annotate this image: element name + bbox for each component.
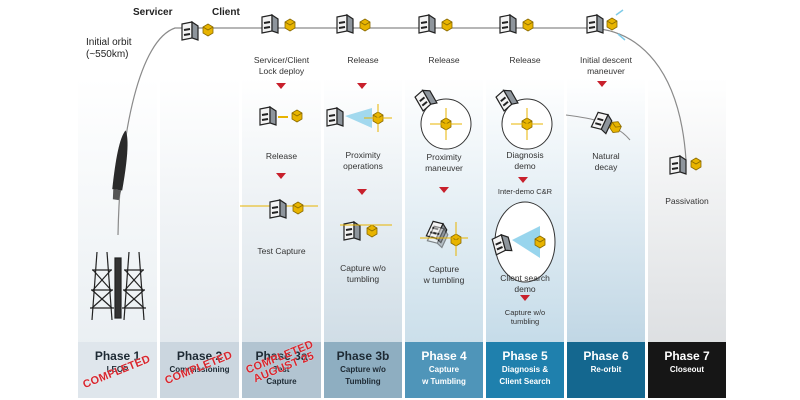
p3b-release-label: Release <box>347 55 379 65</box>
p3a-release-label: Release <box>265 151 298 161</box>
client-label: Client <box>212 7 240 18</box>
servicer-label: Servicer <box>133 7 173 18</box>
phase-2-sub: Commissioning <box>169 365 230 374</box>
sat-top-p3a <box>261 14 296 34</box>
phase-7-sub: Closeout <box>669 365 705 374</box>
p7-passivation-label: Passivation <box>665 196 709 206</box>
phase-7-box: Phase 7 Closeout <box>648 342 726 398</box>
sat-p3b-prox <box>326 104 392 132</box>
phase-2-title: Phase 2 <box>176 349 223 363</box>
phase-6-sub: Re-orbit <box>590 365 622 374</box>
sat-p4-tumbling <box>425 218 451 249</box>
phase-5-sub2: Client Search <box>499 377 551 386</box>
rocket <box>112 130 128 201</box>
phase-5-sub1: Diagnosis & <box>501 365 549 374</box>
sat-p3a-lock <box>259 106 303 126</box>
phase-5-box: Phase 5 Diagnosis & Client Search <box>486 342 564 398</box>
phase-1-sub: LEOP <box>106 365 129 374</box>
sat-top-p5 <box>499 14 534 34</box>
servicer-client-top-p2 <box>181 21 214 41</box>
phase-5-title: Phase 5 <box>502 349 548 363</box>
phase-2-box: Phase 2 Commissioning <box>160 342 239 398</box>
phase-3a-box: Phase 3a Test Capture <box>242 342 321 398</box>
orbit-label-line2: (~550km) <box>86 49 129 60</box>
sat-p3b-capture <box>340 221 392 241</box>
sat-p6-decay <box>590 109 624 136</box>
phase-4-title: Phase 4 <box>421 349 467 363</box>
phase-6-title: Phase 6 <box>583 349 629 363</box>
phase-4-box: Phase 4 Capture w Tumbling <box>405 342 483 398</box>
launch-tower <box>90 251 146 321</box>
phase-4-sub1: Capture <box>428 365 460 374</box>
phase-3b-title: Phase 3b <box>336 349 390 363</box>
p5-inter-label: Inter-demo C&R <box>497 187 553 196</box>
phase-6-box: Phase 6 Re-orbit <box>567 342 645 398</box>
phase-3a-sub1: Test <box>273 365 290 374</box>
sat-top-p4 <box>418 14 453 34</box>
phase-3b-sub2: Tumbling <box>345 377 381 386</box>
phase-3a-sub2: Capture <box>266 377 297 386</box>
sat-top-p3b <box>336 14 371 34</box>
phase-3b-sub1: Capture w/o <box>340 365 386 374</box>
sat-top-p6 <box>586 9 626 41</box>
p4-release-label: Release <box>428 55 460 65</box>
orbit-label-line1: Initial orbit <box>86 37 132 48</box>
phase-1-title: Phase 1 <box>94 349 141 363</box>
phase-1-box: Phase 1 LEOP <box>78 342 157 398</box>
p5-release-label: Release <box>509 55 541 65</box>
phase-7-title: Phase 7 <box>664 349 710 363</box>
phase-4-sub2: w Tumbling <box>422 377 466 386</box>
sat-p3a-test <box>240 199 318 219</box>
phase-3b-box: Phase 3b Capture w/o Tumbling <box>324 342 402 398</box>
phase-3a-title: Phase 3a <box>255 349 308 363</box>
p3a-test-label: Test Capture <box>257 246 306 256</box>
